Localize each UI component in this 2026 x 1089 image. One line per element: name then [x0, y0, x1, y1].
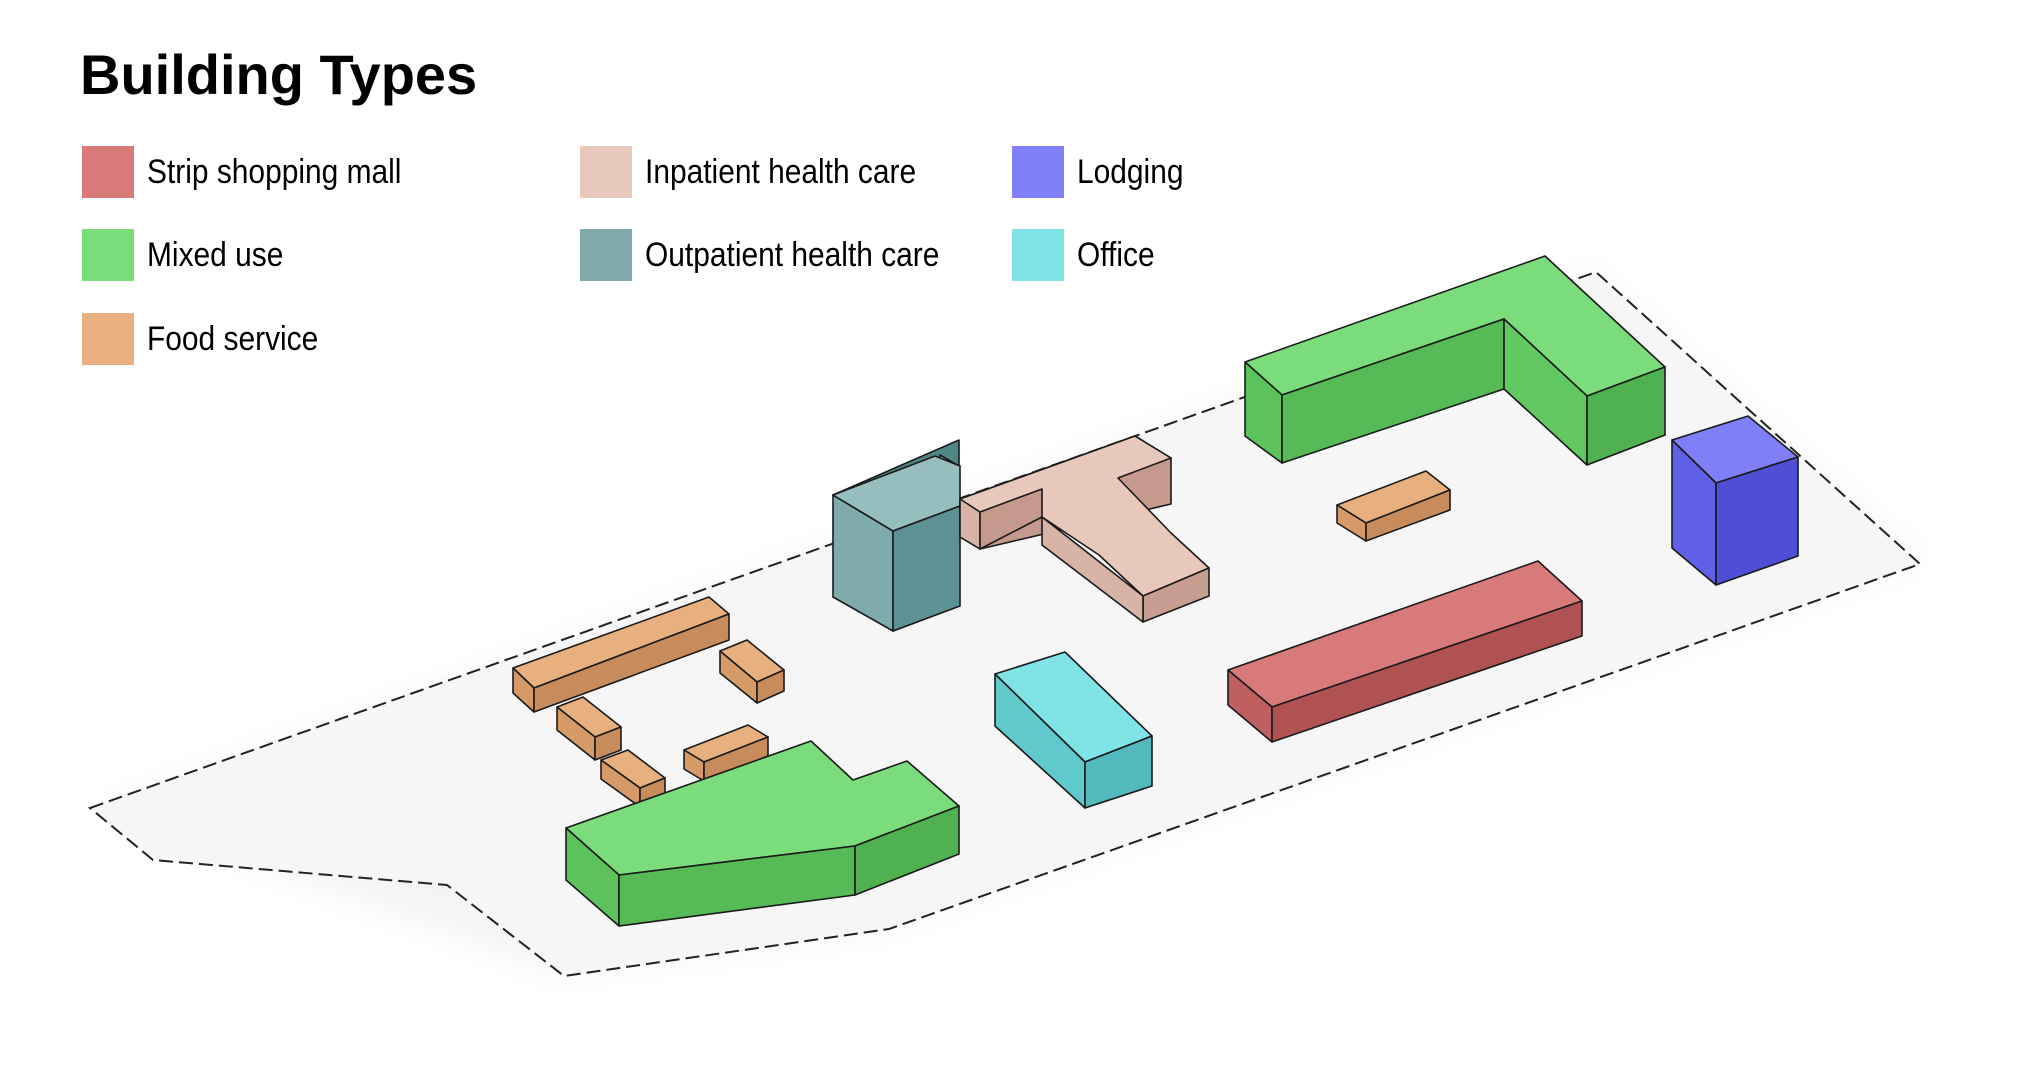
legend-item-food-service: Food service — [82, 313, 342, 365]
building-food-service-long — [512, 596, 730, 713]
legend-label-lodging: Lodging — [1077, 152, 1184, 191]
building-food-service-small-4 — [683, 724, 769, 782]
legend-label-office: Office — [1077, 235, 1155, 274]
legend-item-outpatient-health-care: Outpatient health care — [580, 229, 980, 281]
legend-item-inpatient-health-care: Inpatient health care — [580, 146, 953, 198]
building-food-service-center — [1336, 470, 1451, 542]
legend-label-food-service: Food service — [147, 319, 319, 358]
building-mixed-use-south — [565, 740, 960, 927]
diagram-title: Building Types — [80, 43, 478, 106]
legend-item-lodging: Lodging — [1012, 146, 1198, 198]
legend-label-outpatient-health-care: Outpatient health care — [645, 235, 940, 274]
legend-item-strip-shopping-mall: Strip shopping mall — [82, 146, 436, 198]
legend-item-mixed-use: Mixed use — [82, 229, 302, 281]
legend-swatch-food-service — [82, 313, 134, 365]
building-food-service-small-3 — [600, 749, 666, 808]
building-food-service-small-2 — [556, 696, 622, 761]
legend-swatch-inpatient-health-care — [580, 146, 632, 198]
legend-label-inpatient-health-care: Inpatient health care — [645, 152, 917, 191]
building-food-service-small-1 — [719, 639, 785, 704]
building-office — [994, 651, 1153, 809]
site-boundary — [88, 270, 1922, 978]
building-mixed-use-north — [1244, 255, 1666, 466]
building-outpatient-health-care — [832, 439, 961, 632]
legend-swatch-outpatient-health-care — [580, 229, 632, 281]
building-strip-shopping-mall — [1227, 560, 1583, 743]
legend-label-mixed-use: Mixed use — [147, 235, 284, 274]
building-lodging — [1671, 415, 1799, 586]
legend-swatch-strip-shopping-mall — [82, 146, 134, 198]
legend-swatch-office — [1012, 229, 1064, 281]
legend-item-office: Office — [1012, 229, 1165, 281]
legend-label-strip-shopping-mall: Strip shopping mall — [147, 152, 402, 191]
legend-swatch-lodging — [1012, 146, 1064, 198]
building-inpatient-health-care — [959, 435, 1210, 623]
legend-swatch-mixed-use — [82, 229, 134, 281]
